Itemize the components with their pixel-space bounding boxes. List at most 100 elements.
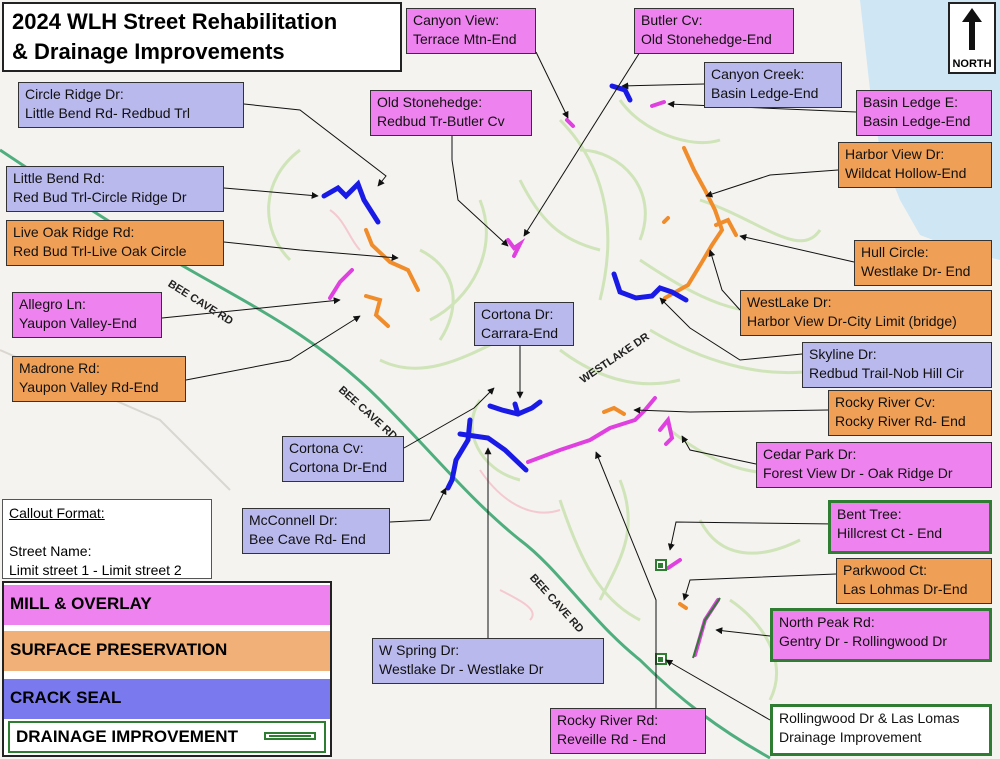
label-line2: Red Bud Trl-Circle Ridge Dr — [13, 189, 187, 205]
label-line1: Harbor View Dr: — [845, 146, 945, 162]
label-line2: Carrara-End — [481, 325, 559, 341]
label-basin-ledge-e[interactable]: Basin Ledge E: Basin Ledge-End — [856, 90, 992, 136]
label-line1: McConnell Dr: — [249, 512, 338, 528]
legend-surface-preservation: SURFACE PRESERVATION — [4, 631, 330, 671]
label-line1: Rollingwood Dr & Las Lomas — [779, 710, 960, 726]
legend-drainage-label: DRAINAGE IMPROVEMENT — [16, 727, 238, 746]
label-line2: Redbud Trail-Nob Hill Cir — [809, 365, 964, 381]
label-line1: Bent Tree: — [837, 506, 902, 522]
north-arrow: NORTH — [948, 2, 996, 74]
label-little-bend[interactable]: Little Bend Rd: Red Bud Trl-Circle Ridge … — [6, 166, 224, 212]
label-line1: Parkwood Ct: — [843, 562, 928, 578]
label-line2: Harbor View Dr-City Limit (bridge) — [747, 313, 957, 329]
leader-lines — [161, 51, 857, 721]
label-line1: Madrone Rd: — [19, 360, 100, 376]
label-line1: Skyline Dr: — [809, 346, 877, 362]
label-line2: Bee Cave Rd- End — [249, 531, 366, 547]
north-peak-drainage — [692, 597, 721, 659]
label-line2: Yaupon Valley-End — [19, 315, 137, 331]
callout-format-box: Callout Format: Street Name: Limit stree… — [2, 499, 212, 579]
label-line2: Terrace Mtn-End — [413, 31, 517, 47]
label-line1: Little Bend Rd: — [13, 170, 105, 186]
label-line2: Reveille Rd - End — [557, 731, 666, 747]
label-line2: Rocky River Rd- End — [835, 413, 966, 429]
label-line1: W Spring Dr: — [379, 642, 460, 658]
map-title: 2024 WLH Street Rehabilitation & Drainag… — [2, 2, 402, 72]
label-line2: Basin Ledge-End — [863, 113, 971, 129]
crack-seal-segments — [321, 83, 689, 491]
label-line2: Drainage Improvement — [779, 729, 922, 745]
label-cortona-cv[interactable]: Cortona Cv: Cortona Dr-End — [282, 436, 404, 482]
label-line1: Old Stonehedge: — [377, 94, 483, 110]
label-line1: Canyon View: — [413, 12, 500, 28]
label-line1: Basin Ledge E: — [863, 94, 958, 110]
label-line2: Old Stonehedge-End — [641, 31, 772, 47]
label-line1: North Peak Rd: — [779, 614, 875, 630]
label-line2: Yaupon Valley Rd-End — [19, 379, 159, 395]
label-cedar-park[interactable]: Cedar Park Dr: Forest View Dr - Oak Ridge… — [756, 442, 992, 488]
label-bent-tree[interactable]: Bent Tree: Hillcrest Ct - End — [828, 500, 992, 554]
label-line2: Forest View Dr - Oak Ridge Dr — [763, 465, 953, 481]
drainage-marker-bent-tree-core — [658, 563, 663, 568]
label-line1: Live Oak Ridge Rd: — [13, 224, 135, 240]
title-line-2: & Drainage Improvements — [12, 39, 285, 64]
label-line2: Redbud Tr-Butler Cv — [377, 113, 505, 129]
north-label: NORTH — [952, 58, 992, 70]
legend-surface-label: SURFACE PRESERVATION — [10, 640, 228, 659]
label-line1: Cortona Cv: — [289, 440, 364, 456]
callout-format-heading: Callout Format: — [9, 505, 105, 521]
label-old-stonehedge[interactable]: Old Stonehedge: Redbud Tr-Butler Cv — [370, 90, 532, 136]
north-arrow-icon — [962, 8, 982, 50]
label-parkwood[interactable]: Parkwood Ct: Las Lohmas Dr-End — [836, 558, 992, 604]
label-skyline[interactable]: Skyline Dr: Redbud Trail-Nob Hill Cir — [802, 342, 992, 388]
label-live-oak-ridge[interactable]: Live Oak Ridge Rd:Red Bud Trl-Live Oak C… — [6, 220, 224, 266]
legend-drainage: DRAINAGE IMPROVEMENT — [8, 721, 326, 753]
legend-mill-label: MILL & OVERLAY — [10, 594, 152, 613]
surface-segments — [364, 146, 738, 610]
label-north-peak[interactable]: North Peak Rd: Gentry Dr - Rollingwood Dr — [770, 608, 992, 662]
label-canyon-view[interactable]: Canyon View: Terrace Mtn-End — [406, 8, 536, 54]
label-line1: Hull Circle: — [861, 244, 929, 260]
label-w-spring[interactable]: W Spring Dr: Westlake Dr - Westlake Dr — [372, 638, 604, 684]
label-line2: Basin Ledge-End — [711, 85, 819, 101]
label-line2: Westlake Dr- End — [861, 263, 971, 279]
drainage-line-icon — [264, 732, 316, 740]
label-butler-cv[interactable]: Butler Cv: Old Stonehedge-End — [634, 8, 794, 54]
label-line2: Westlake Dr - Westlake Dr — [379, 661, 544, 677]
label-line1: Rocky River Rd: — [557, 712, 659, 728]
label-line1: Rocky River Cv: — [835, 394, 936, 410]
label-rocky-river-cv[interactable]: Rocky River Cv: Rocky River Rd- End — [828, 390, 992, 436]
label-line1: Butler Cv: — [641, 12, 703, 28]
legend-mill-overlay: MILL & OVERLAY — [4, 585, 330, 625]
label-line1: WestLake Dr: — [747, 294, 832, 310]
label-westlake-dr[interactable]: WestLake Dr: Harbor View Dr-City Limit (b… — [740, 290, 992, 336]
drainage-marker-rollingwood-core — [658, 657, 663, 662]
label-line2: Little Bend Rd- Redbud Trl — [25, 105, 190, 121]
label-harbor-view[interactable]: Harbor View Dr: Wildcat Hollow-End — [838, 142, 992, 188]
callout-format-line2: Limit street 1 - Limit street 2 — [9, 562, 182, 578]
legend-crack-label: CRACK SEAL — [10, 688, 122, 707]
callout-format-line1: Street Name: — [9, 543, 92, 559]
legend-crack-seal: CRACK SEAL — [4, 679, 330, 719]
label-line2: Wildcat Hollow-End — [845, 165, 967, 181]
label-rocky-river-rd[interactable]: Rocky River Rd: Reveille Rd - End — [550, 708, 706, 754]
label-circle-ridge[interactable]: Circle Ridge Dr: Little Bend Rd- Redbud T… — [18, 82, 244, 128]
label-line1: Canyon Creek: — [711, 66, 805, 82]
label-line1: Circle Ridge Dr: — [25, 86, 124, 102]
label-line2: Gentry Dr - Rollingwood Dr — [779, 633, 948, 649]
label-line2: Hillcrest Ct - End — [837, 525, 943, 541]
label-cortona-dr[interactable]: Cortona Dr: Carrara-End — [474, 302, 574, 346]
label-line2: Las Lohmas Dr-End — [843, 581, 968, 597]
label-line1: Cortona Dr: — [481, 306, 554, 322]
label-hull-circle[interactable]: Hull Circle: Westlake Dr- End — [854, 240, 992, 286]
label-line2: Cortona Dr-End — [289, 459, 388, 475]
label-mcconnell[interactable]: McConnell Dr: Bee Cave Rd- End — [242, 508, 390, 554]
title-line-1: 2024 WLH Street Rehabilitation — [12, 9, 338, 34]
label-allegro[interactable]: Allegro Ln: Yaupon Valley-End — [12, 292, 162, 338]
minor-roads — [329, 209, 561, 621]
label-line1: Cedar Park Dr: — [763, 446, 857, 462]
label-canyon-creek[interactable]: Canyon Creek: Basin Ledge-End — [704, 62, 842, 108]
label-line1: Allegro Ln: — [19, 296, 86, 312]
label-madrone[interactable]: Madrone Rd: Yaupon Valley Rd-End — [12, 356, 186, 402]
